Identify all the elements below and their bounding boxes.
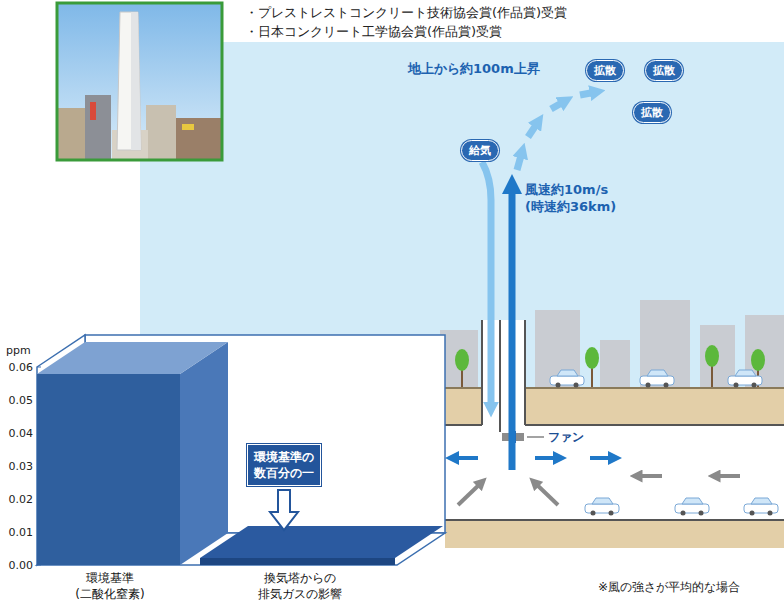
dispersion-arrow [551,101,565,109]
car-icon [640,370,674,388]
exhaust-gas-arrow [458,482,482,505]
car-icon [728,370,762,388]
bar-chart [37,335,445,565]
ground-section [525,424,784,426]
rise-height-label: 地上から約100m上昇 [408,60,540,78]
award-note: ・プレストレストコンクリート技術協会賞(作品賞)受賞 [245,4,567,22]
category-label: 換気塔からの 排気ガスの影響 [258,571,342,602]
bar-chart [37,367,41,368]
city-buildings [640,300,690,388]
callout-box: 環境基準の 数百分の一 [247,444,321,486]
axis-tick: 0.03 [9,460,34,473]
tower-photo [90,102,96,120]
dispersion-arrow [528,122,538,137]
tower-photo [57,3,222,160]
fan-symbol [527,436,544,437]
node-text: 拡散 [641,106,663,119]
award-note: ・日本コンクリート工学協会賞(作品賞)受賞 [245,23,502,41]
tree [585,347,599,369]
tower-photo [176,118,222,160]
car-icon [744,498,778,516]
bar-side [180,342,228,565]
car-icon [550,370,778,516]
axis-tick: 0.04 [9,427,34,440]
fan-label: ファン [548,429,584,446]
dispersion-arrow [517,92,596,170]
fresh-air-arrow [535,456,560,460]
bar-top [200,526,443,558]
node-text: 拡散 [594,64,616,77]
tower-photo [131,12,141,150]
axis-tick: 0.06 [9,361,34,374]
tower-photo [182,124,194,130]
node-text: 拡散 [653,64,675,77]
ground-section [430,519,784,521]
tree [455,349,469,371]
tower-photo [57,108,87,160]
wind-speed-label: 風速約10m/s (時速約36km) [525,182,616,216]
exhaust-gas-arrow [534,482,558,505]
car-icon [550,370,584,388]
exhaust-arrow [509,186,516,470]
bar-chart [37,335,445,565]
node-text: 給気 [469,144,491,157]
diffusion-badge: 拡散 [633,102,671,123]
bar-front [200,558,395,565]
tree [751,349,765,371]
ventilation-shaft [499,320,501,432]
exhaust-gas-arrow [714,474,740,478]
bar-front [37,374,180,565]
bar-top [37,342,228,374]
axis-tick: 0.05 [9,394,34,407]
fan-symbol [502,431,544,443]
intake-badge: 給気 [461,140,499,161]
photo-frame [57,3,222,160]
tree [705,345,719,367]
fresh-air-arrow [590,456,615,460]
ground-section [430,425,784,520]
dispersion-arrow [580,92,596,95]
tower-photo [57,3,222,160]
diffusion-badge: 拡散 [645,60,683,81]
fresh-air-arrow [452,456,478,460]
tower-photo [117,12,141,150]
tower-photo [85,95,111,160]
intake-arrow [482,162,491,408]
dispersion-arrow [517,152,522,170]
axis-tick: 0.00 [9,559,34,572]
ventilation-shaft [481,320,483,425]
fresh-air-arrow [452,456,615,460]
car-icon [585,498,619,516]
tower-photo [146,105,176,160]
category-label: 環境基準 (二酸化窒素) [75,571,144,602]
diffusion-badge: 拡散 [586,60,624,81]
exhaust-gas-arrow [636,474,662,478]
ventilation-shaft [524,320,526,425]
axis-unit: ppm [6,344,31,357]
footnote: ※風の強さが平均的な場合 [598,579,740,596]
axis-tick: 0.01 [9,526,34,539]
node-text: 環境基準の 数百分の一 [254,449,314,481]
city-buildings [600,340,630,388]
axis-tick: 0.02 [9,493,34,506]
exhaust-gas-arrow [458,476,740,505]
down-arrow [270,490,298,530]
car-icon [675,498,709,516]
